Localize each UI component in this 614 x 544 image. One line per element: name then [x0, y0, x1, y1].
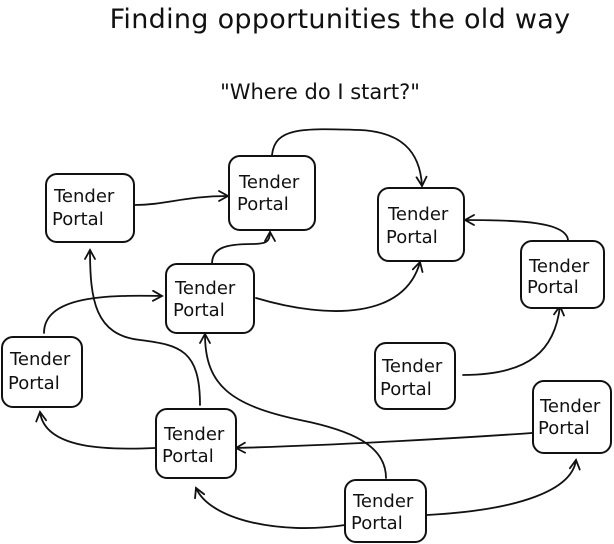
node-label-line1: Tender: [539, 396, 601, 417]
connector-f-to-e: [462, 304, 565, 376]
node-label-line2: Portal: [386, 227, 438, 248]
connector-e-to-c: [463, 214, 569, 241]
diagram-title: Finding opportunities the old way: [109, 4, 571, 35]
diagram-subtitle: "Where do I start?": [220, 80, 420, 104]
connector-d-to-b: [211, 230, 276, 265]
connector-h-to-g: [35, 410, 156, 450]
node-label-line2: Portal: [380, 379, 432, 400]
node-label-line1: Tender: [352, 491, 414, 512]
portal-node-d: Tender Portal: [165, 263, 255, 334]
connector-j-to-h: [194, 486, 346, 529]
connector-g-to-d: [43, 289, 164, 334]
portal-node-j: Tender Portal: [344, 479, 427, 543]
connector-i-to-h: [234, 432, 533, 454]
portal-node-c: Tender Portal: [377, 187, 465, 262]
node-label-line1: Tender: [381, 356, 443, 377]
connector-h-to-a: [84, 248, 201, 406]
node-label-line1: Tender: [174, 278, 236, 299]
portal-node-b: Tender Portal: [228, 155, 316, 231]
node-label-line2: Portal: [162, 446, 214, 467]
node-label-line2: Portal: [52, 209, 104, 230]
node-label-line2: Portal: [527, 277, 579, 298]
portal-node-g: Tender Portal: [1, 336, 83, 408]
connector-d-to-c: [255, 260, 424, 312]
node-label-line2: Portal: [8, 373, 60, 394]
node-label-line1: Tender: [387, 204, 449, 225]
portal-node-e: Tender Portal: [520, 240, 605, 309]
node-label-line2: Portal: [351, 513, 403, 534]
connector-b-to-c: [271, 128, 428, 188]
node-label-line2: Portal: [237, 194, 289, 215]
node-label-line1: Tender: [9, 349, 71, 370]
node-label-line1: Tender: [53, 186, 115, 207]
portal-node-a: Tender Portal: [45, 173, 135, 243]
node-label-line1: Tender: [528, 256, 590, 277]
node-label-line2: Portal: [173, 300, 225, 321]
node-label-line2: Portal: [538, 418, 590, 439]
portal-node-i: Tender Portal: [532, 380, 612, 454]
connector-j-to-i: [426, 458, 581, 516]
portal-node-f: Tender Portal: [374, 342, 456, 410]
portal-node-h: Tender Portal: [155, 408, 237, 479]
connector-j-to-d: [199, 332, 387, 479]
connector-a-to-b: [134, 190, 230, 206]
node-label-line1: Tender: [163, 424, 225, 445]
node-label-line1: Tender: [238, 172, 300, 193]
